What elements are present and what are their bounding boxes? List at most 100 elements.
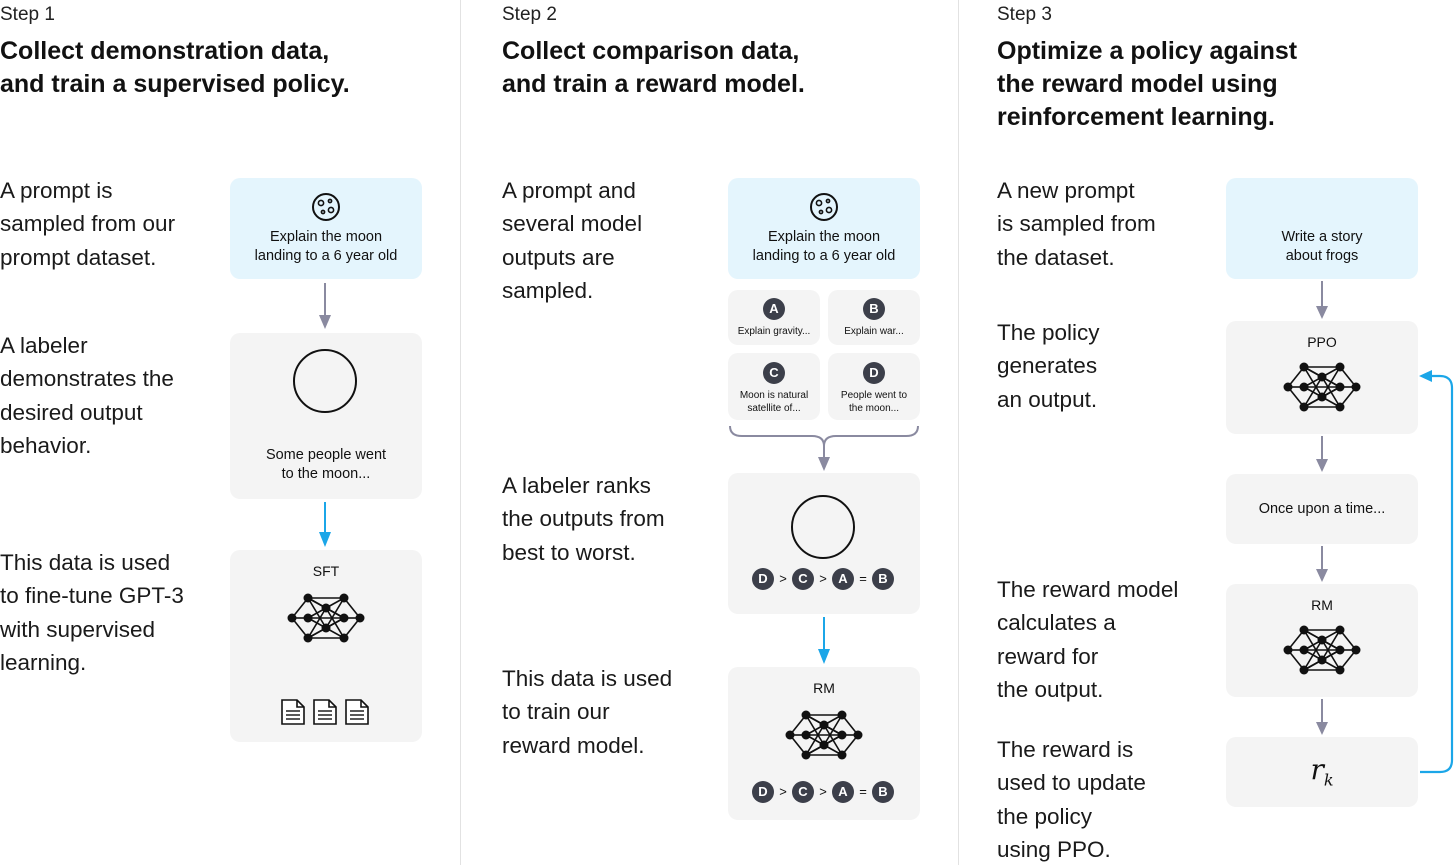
step-3-title: Optimize a policy against the reward mod… xyxy=(997,37,1298,131)
column-divider-1 xyxy=(460,0,461,865)
step-3-desc-policy: The policy generates an output. xyxy=(997,320,1100,412)
step-3-arrow-3 xyxy=(1316,546,1328,582)
rank-op-1: > xyxy=(779,784,787,799)
column-divider-2 xyxy=(958,0,959,865)
nn-node xyxy=(1335,645,1345,655)
nn-node xyxy=(303,593,313,603)
document-icon xyxy=(281,699,305,725)
output-badge-b: B xyxy=(863,298,885,320)
step-1-arrow-2 xyxy=(319,502,331,547)
moon-icon xyxy=(810,193,838,221)
output-card-a: A Explain gravity... xyxy=(728,290,820,345)
neural-network-icon xyxy=(1283,362,1361,412)
nn-node xyxy=(1351,645,1361,655)
rank-op-3: = xyxy=(859,571,867,586)
nn-node xyxy=(355,613,365,623)
nn-node xyxy=(1299,625,1309,635)
rm-label: RM xyxy=(1311,597,1333,613)
nn-node xyxy=(1317,635,1327,645)
rank-op-1: > xyxy=(779,571,787,586)
moon-icon xyxy=(312,193,340,221)
step-2-prompt-text: Explain the moon landing to a 6 year old xyxy=(752,229,896,264)
step-2-desc-train: This data is used to train our reward mo… xyxy=(502,666,673,758)
rank-op-3: = xyxy=(859,784,867,799)
step-3-ppo-card: PPO xyxy=(1226,321,1418,434)
nn-node xyxy=(287,613,297,623)
nn-node xyxy=(303,633,313,643)
nn-edge xyxy=(823,714,843,746)
step-1-desc-prompt: A prompt is sampled from our prompt data… xyxy=(0,178,176,270)
nn-node xyxy=(819,740,829,750)
step-3-reward-card: rk xyxy=(1226,737,1418,807)
nn-node xyxy=(1299,382,1309,392)
step-1-sft-card: SFT xyxy=(230,550,422,742)
nn-node xyxy=(339,593,349,603)
output-card-b: B Explain war... xyxy=(828,290,920,345)
step-3-desc-update: The reward is used to update the policy … xyxy=(997,737,1146,862)
nn-node xyxy=(1335,402,1345,412)
nn-node xyxy=(819,720,829,730)
step-3-output-card: Once upon a time... xyxy=(1226,474,1418,544)
output-text-a: Explain gravity... xyxy=(737,326,811,337)
nn-node xyxy=(1317,655,1327,665)
nn-edge xyxy=(1321,366,1341,398)
output-badge-c: C xyxy=(763,362,785,384)
nn-node xyxy=(1299,402,1309,412)
nn-node xyxy=(837,730,847,740)
step-3-label: Step 3 xyxy=(997,4,1052,25)
step-2-desc-labeler: A labeler ranks the outputs from best to… xyxy=(502,473,665,565)
step-1-desc-train: This data is used to fine-tune GPT-3 wit… xyxy=(0,550,184,675)
ranking-row: D > C > A = B xyxy=(752,568,902,590)
document-icon xyxy=(313,699,337,725)
neural-network-icon xyxy=(1283,625,1361,675)
nn-node xyxy=(801,710,811,720)
nn-node xyxy=(785,730,795,740)
nn-node xyxy=(837,710,847,720)
nn-node xyxy=(339,613,349,623)
nn-node xyxy=(1317,372,1327,382)
nn-node xyxy=(1351,382,1361,392)
rank-badge-4: B xyxy=(872,568,894,590)
nn-node xyxy=(801,750,811,760)
nn-edge xyxy=(1303,376,1323,408)
step-1-desc-labeler: A labeler demonstrates the desired outpu… xyxy=(0,333,174,458)
step-3-desc-prompt: A new prompt is sampled from the dataset… xyxy=(997,178,1156,270)
step-1-demonstration-card: Some people went to the moon... xyxy=(230,333,422,499)
nn-edge xyxy=(1303,639,1323,671)
brace-arrow xyxy=(729,425,919,471)
nn-node xyxy=(321,603,331,613)
step-3-arrow-4 xyxy=(1316,699,1328,735)
rank-badge-2: C xyxy=(792,568,814,590)
step-3-prompt-card: Write a story about frogs xyxy=(1226,178,1418,279)
ranking-row: D > C > A = B xyxy=(752,781,902,803)
step-1-arrow-1 xyxy=(319,283,331,329)
nn-node xyxy=(1335,362,1345,372)
step-2-title: Collect comparison data, and train a rew… xyxy=(502,37,805,98)
nn-node xyxy=(801,730,811,740)
labeler-avatar xyxy=(791,495,855,559)
nn-node xyxy=(1299,645,1309,655)
document-icon xyxy=(345,699,369,725)
nn-node xyxy=(303,613,313,623)
rank-op-2: > xyxy=(819,784,827,799)
rank-badge-3: A xyxy=(832,781,854,803)
nn-node xyxy=(339,633,349,643)
nn-edge xyxy=(805,724,825,756)
step-1-prompt-text: Explain the moon landing to a 6 year old xyxy=(254,229,398,264)
nn-node xyxy=(1283,382,1293,392)
reward-value: rk xyxy=(1310,753,1334,790)
rank-badge-1: D xyxy=(752,568,774,590)
step-1-prompt-card: Explain the moon landing to a 6 year old xyxy=(230,178,422,279)
rank-badge-1: D xyxy=(752,781,774,803)
step-1-title: Collect demonstration data, and train a … xyxy=(0,37,350,98)
step-3-arrow-2 xyxy=(1316,436,1328,472)
nn-node xyxy=(1317,392,1327,402)
nn-node xyxy=(1335,382,1345,392)
sft-label: SFT xyxy=(312,563,340,579)
step-2-ranking-card: D > C > A = B xyxy=(728,473,920,614)
step-3-arrow-1 xyxy=(1316,281,1328,319)
feedback-loop-arrow xyxy=(1419,370,1454,774)
